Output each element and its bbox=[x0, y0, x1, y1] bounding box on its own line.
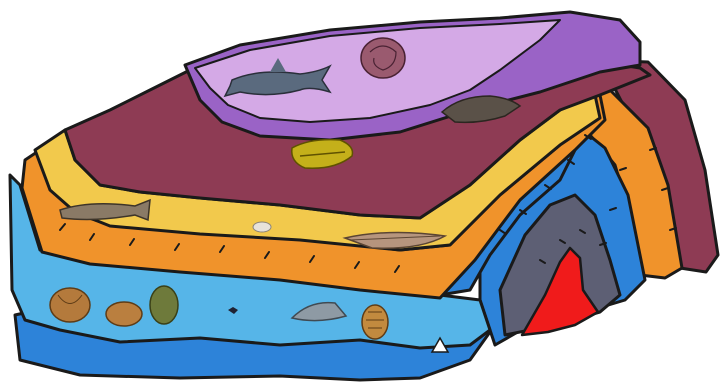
shell-fossil-1 bbox=[50, 288, 90, 322]
ammonite-fossil bbox=[361, 38, 405, 78]
trilobite-fossil bbox=[362, 305, 388, 339]
shell-fossil-2 bbox=[106, 302, 142, 326]
small-crustacean-fossil bbox=[253, 222, 271, 232]
shell-fossil-3 bbox=[150, 286, 178, 324]
